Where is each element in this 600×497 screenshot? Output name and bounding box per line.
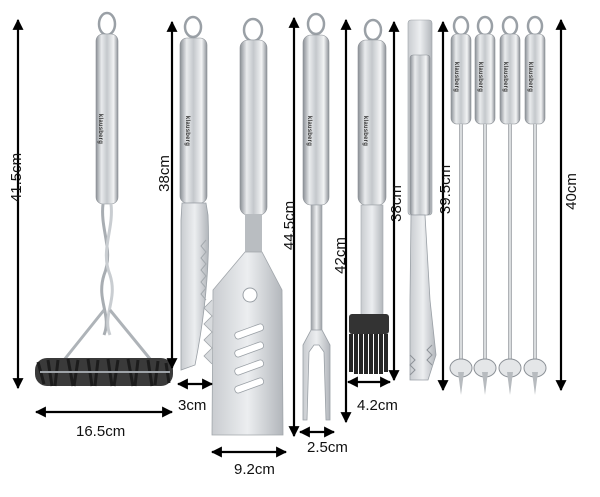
basting-brush-width-label: 4.2cm	[357, 397, 398, 414]
bbq-knife	[179, 15, 209, 371]
skewer-3	[498, 15, 522, 395]
brand-print-skewer-4: klausberg	[527, 61, 534, 93]
silicone-head	[349, 314, 389, 374]
skewer-1	[449, 15, 473, 395]
spatula-width-label: 9.2cm	[234, 461, 275, 478]
brand-print-skewer-3: klausberg	[502, 61, 509, 93]
brand-print-knife: klausberg	[184, 115, 191, 147]
bbq-fork	[302, 12, 331, 421]
skewer-height-right-label: 40cm	[562, 173, 580, 210]
knife-width-label: 3cm	[178, 397, 207, 414]
brush-bristles	[35, 358, 173, 387]
bbq-tongs	[407, 19, 437, 381]
brush-height-label: 41.5cm	[8, 152, 26, 203]
fork-height-label: 42cm	[331, 237, 349, 274]
dimension-arrows	[12, 16, 567, 458]
skewer-height-left-label: 39.5cm	[437, 164, 455, 215]
spatula	[203, 17, 284, 436]
brand-print-basting-brush: klausberg	[362, 115, 369, 147]
brand-print-brush: klausberg	[97, 113, 104, 145]
basting-brush	[349, 18, 389, 374]
spatula-height-label: 44.5cm	[281, 200, 299, 251]
brand-print-skewer-1: klausberg	[453, 61, 460, 93]
skewer-4	[523, 15, 547, 395]
brand-print-fork: klausberg	[306, 115, 313, 147]
skewers	[449, 15, 547, 395]
tongs-height-label: 38cm	[387, 185, 405, 222]
brush-width-label: 16.5cm	[76, 423, 126, 440]
skewer-2	[473, 15, 497, 395]
brand-print-skewer-2: klausberg	[477, 61, 484, 93]
fork-width-label: 2.5cm	[307, 439, 348, 456]
grill-brush	[35, 11, 173, 387]
knife-height-label: 38cm	[155, 155, 173, 192]
